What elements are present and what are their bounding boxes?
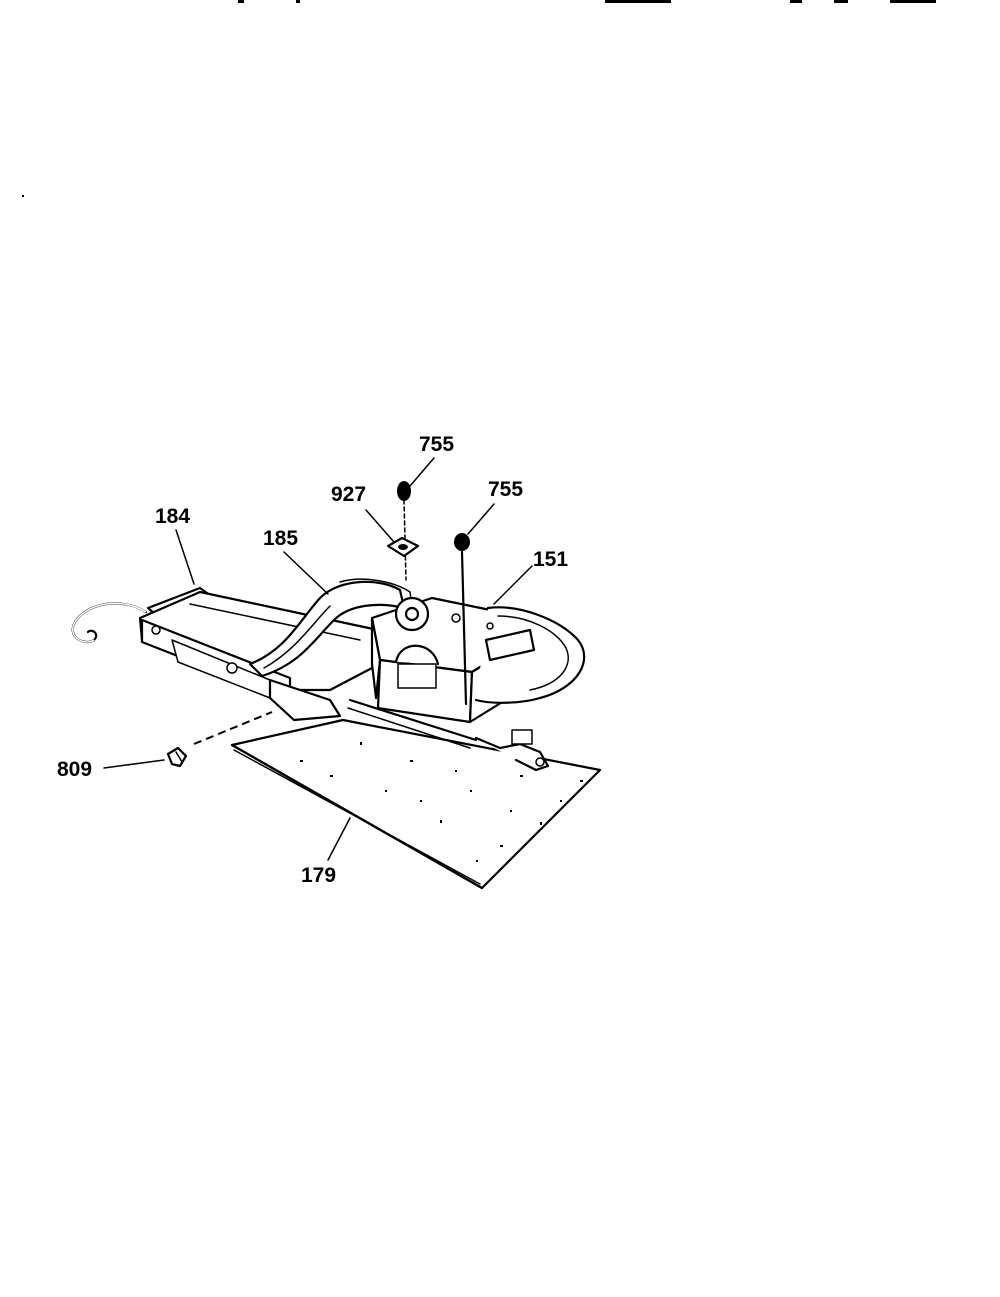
header-artifacts <box>22 0 936 197</box>
plate-texture <box>300 742 583 862</box>
screw-top-755 <box>397 481 411 581</box>
arm-185 <box>248 578 413 678</box>
callout-927: 927 <box>331 483 366 506</box>
callout-809: 809 <box>57 758 92 781</box>
callout-184: 184 <box>155 505 190 528</box>
callout-185: 185 <box>263 527 298 550</box>
plate-179 <box>230 718 602 890</box>
screw-side-809 <box>166 711 273 768</box>
callout-151: 151 <box>533 548 568 571</box>
bracket-body <box>138 590 380 722</box>
callout-755-top: 755 <box>419 433 454 456</box>
callout-755-right: 755 <box>488 478 523 501</box>
leader-lines <box>103 457 533 861</box>
motor-assembly-151 <box>347 596 586 772</box>
washer-927 <box>386 536 420 558</box>
callout-179: 179 <box>301 864 336 887</box>
screw-right-755 <box>454 533 470 706</box>
